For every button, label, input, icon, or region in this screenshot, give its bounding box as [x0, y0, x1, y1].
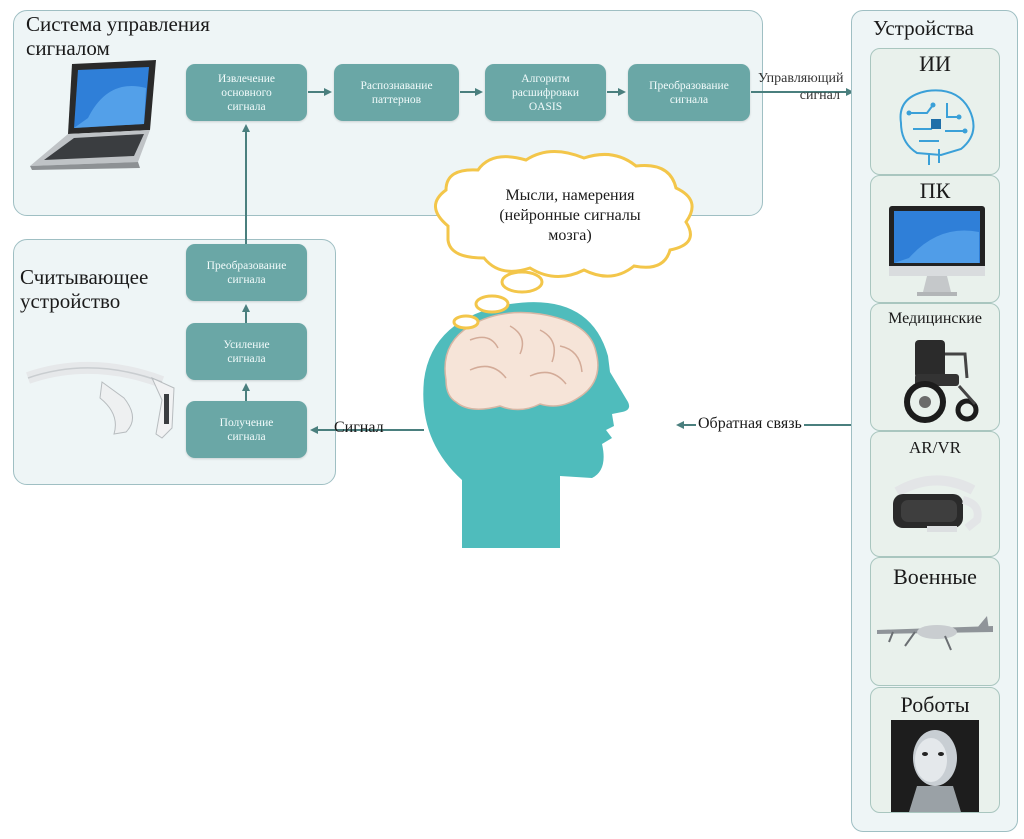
devices-title: Устройства — [873, 16, 974, 40]
device-robots: Роботы — [870, 687, 1000, 813]
laptop-icon — [30, 60, 156, 170]
device-military: Военные — [870, 557, 1000, 686]
control-system-title: Система управления сигналом — [26, 12, 210, 60]
robot-icon — [891, 720, 979, 812]
device-military-label: Военные — [893, 564, 977, 589]
headband-icon — [26, 362, 175, 439]
device-pc: ПК — [870, 175, 1000, 303]
device-ai: ИИ — [870, 48, 1000, 175]
signal-acquisition-block: Получение сигнала — [186, 401, 307, 458]
monitor-icon — [889, 206, 985, 296]
signal-conversion-block-top: Преобразование сигнала — [628, 64, 750, 121]
thought-cloud — [434, 150, 694, 278]
thought-text: Мысли, намерения (нейронные сигналы мозг… — [499, 187, 641, 244]
device-arvr-label: AR/VR — [909, 438, 961, 457]
wheelchair-icon — [904, 340, 979, 423]
device-medical: Медицинские — [870, 303, 1000, 431]
thought-bubble-small — [452, 314, 480, 330]
extract-signal-block: Извлечение основного сигнала — [186, 64, 307, 121]
thought-bubble-medium — [474, 294, 510, 314]
feedback-label: Обратная связь — [696, 415, 804, 433]
ai-brain-circuit-icon — [899, 89, 975, 165]
device-pc-label: ПК — [919, 178, 951, 203]
pattern-recognition-block: Распознавание паттернов — [334, 64, 459, 121]
device-arvr: AR/VR — [870, 431, 1000, 557]
thought-bubble-large — [500, 270, 544, 294]
device-medical-label: Медицинские — [888, 310, 982, 327]
control-signal-label: Управляющий сигнал — [758, 71, 844, 103]
oasis-decoding-block: Алгоритм расшифровки OASIS — [485, 64, 606, 121]
signal-amplification-block: Усиление сигнала — [186, 323, 307, 380]
vr-headset-icon — [893, 475, 982, 532]
reader-device-title: Считывающее устройство — [20, 265, 149, 313]
device-robots-label: Роботы — [900, 692, 970, 717]
signal-label: Сигнал — [334, 419, 384, 436]
signal-conversion-block-reader: Преобразование сигнала — [186, 244, 307, 301]
drone-icon — [877, 616, 993, 651]
device-ai-label: ИИ — [919, 51, 951, 76]
